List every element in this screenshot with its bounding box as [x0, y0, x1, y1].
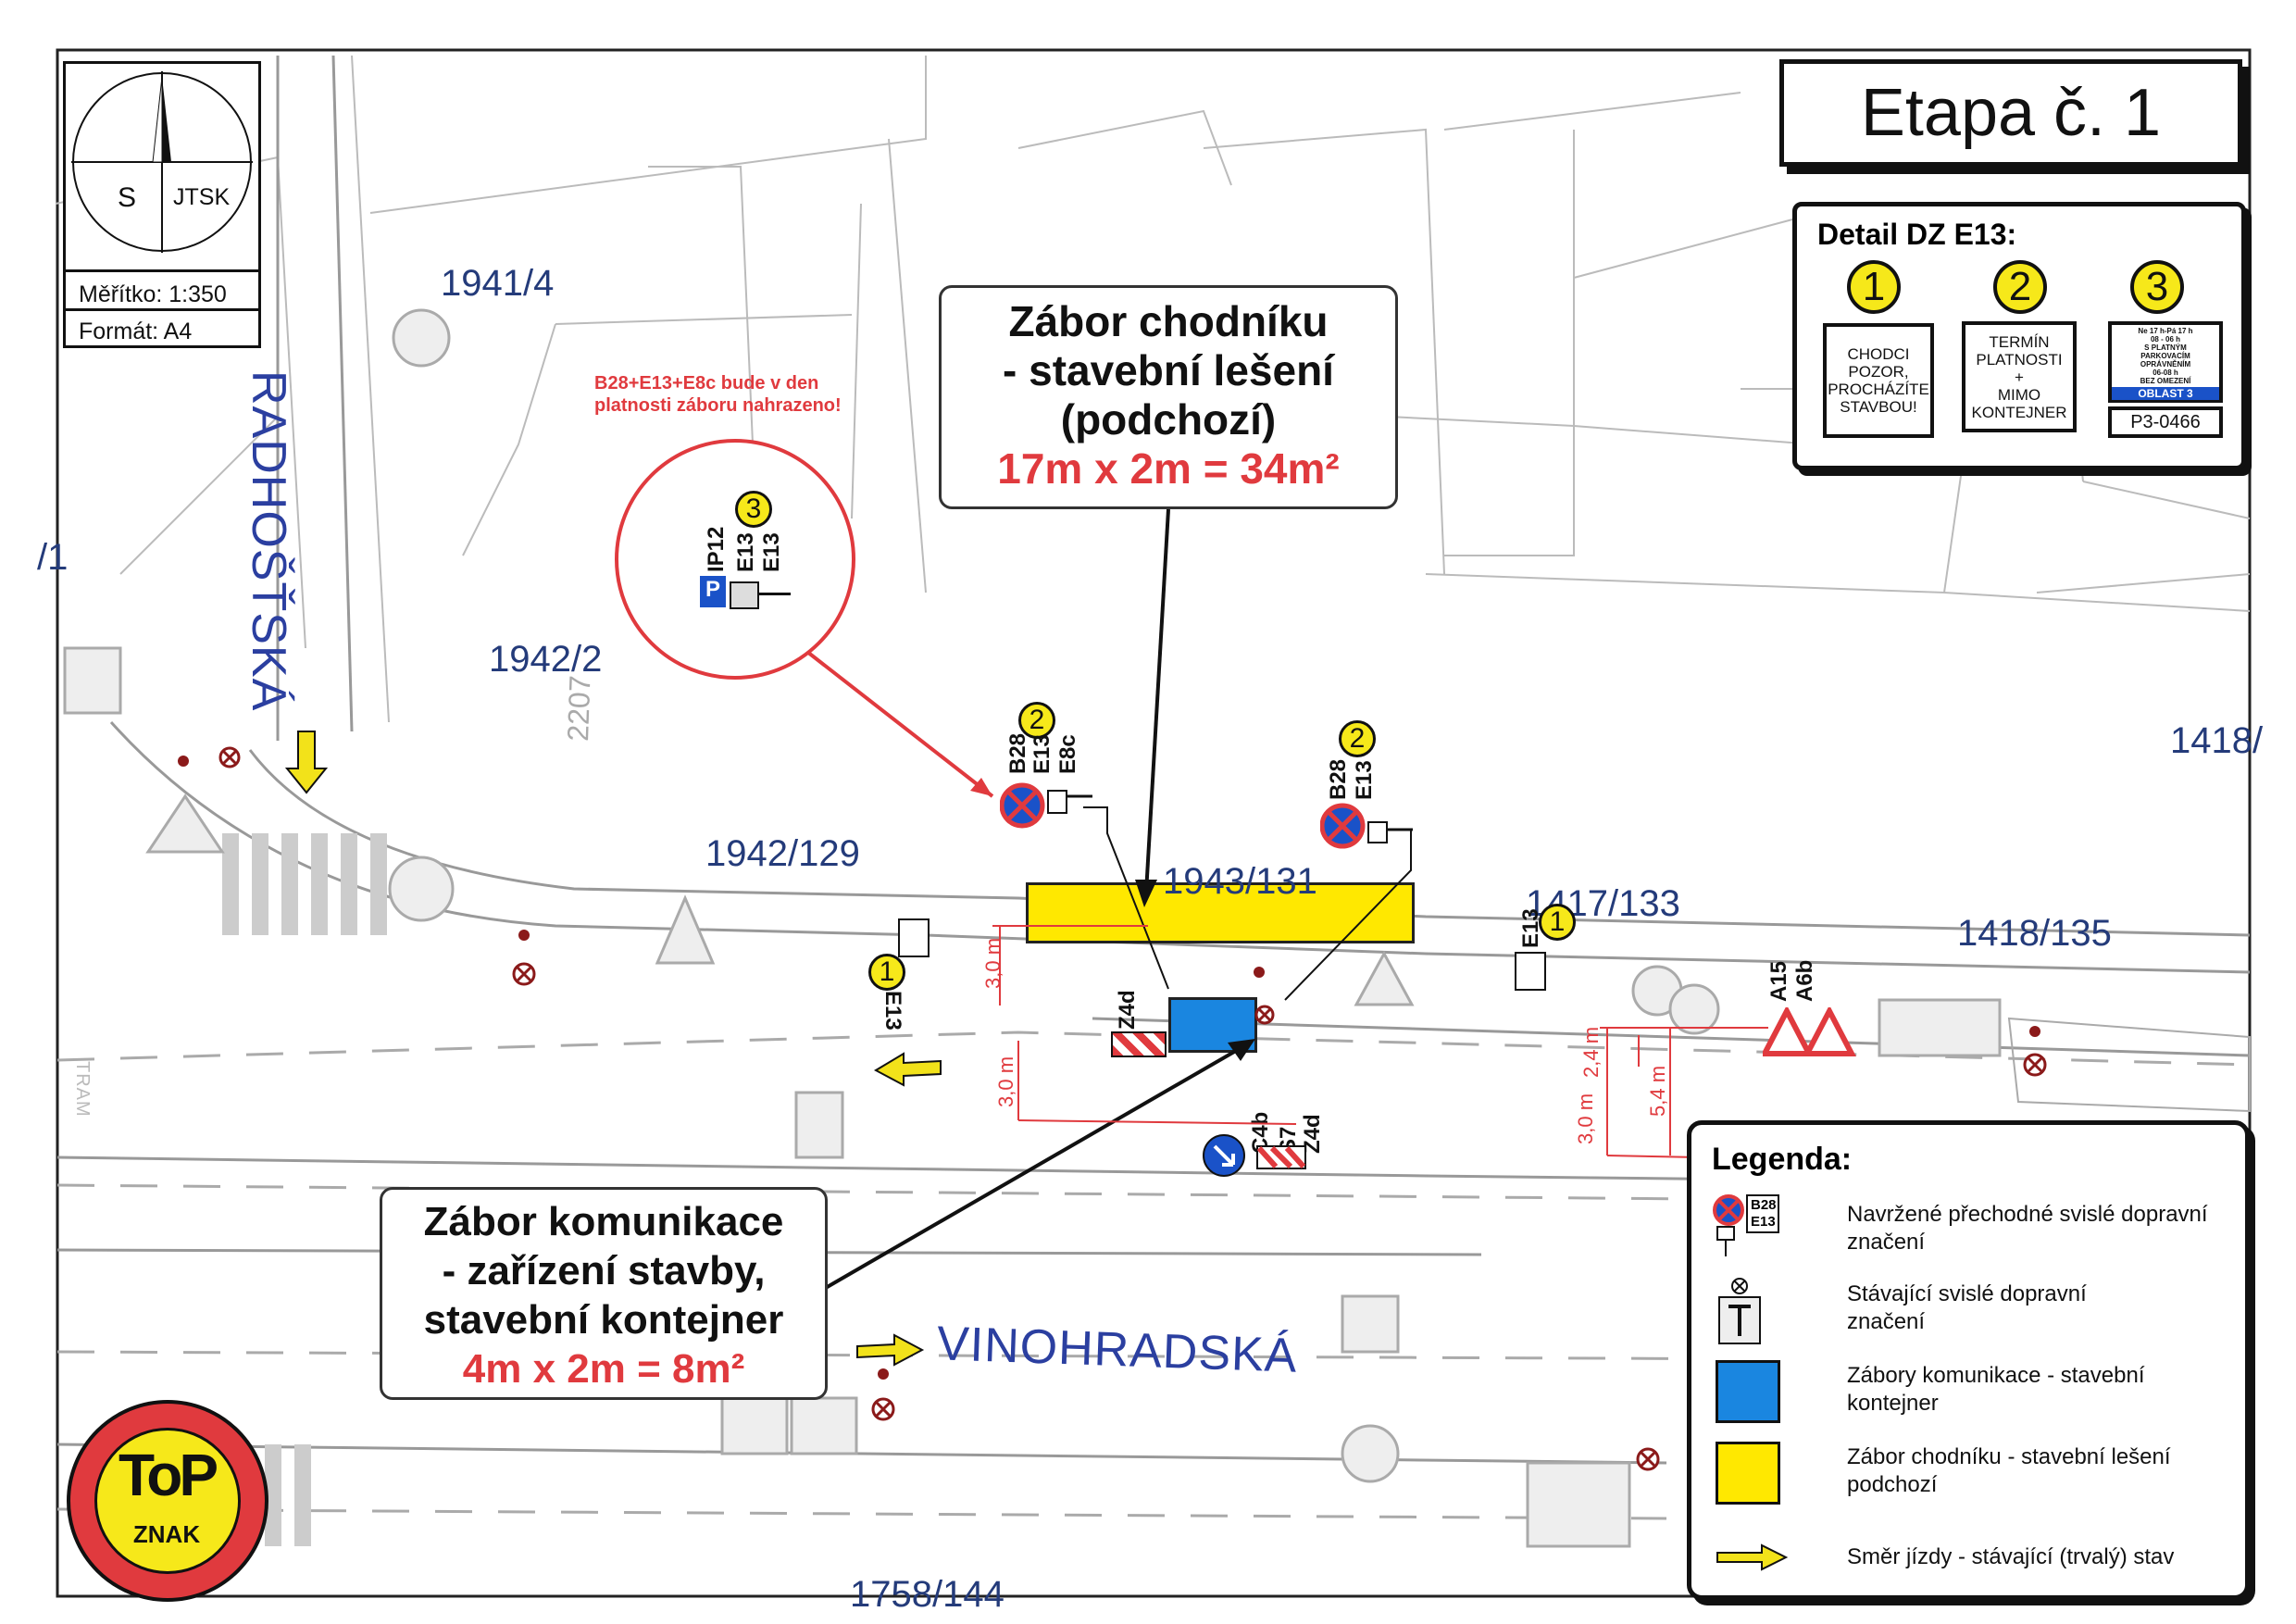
sign-e13b-label: E13: [759, 532, 784, 572]
north-arrow-icon: [71, 71, 253, 253]
detail-number-3: 3: [2130, 260, 2184, 314]
parcel-1941-4: 1941/4: [441, 263, 555, 304]
logo-inner: [94, 1428, 241, 1574]
sign-circle-number: 3: [735, 491, 772, 528]
legend-item-road-zone: Zábory komunikace - stavební kontejner: [1847, 1363, 2145, 1416]
compass-box: S JTSK Měřítko: 1:350 Formát: A4: [63, 61, 261, 348]
detail-sign-3: Ne 17 h-Pá 17 h 08 - 06 h S PLATNÝM PARK…: [2108, 321, 2223, 403]
dimension-1: 3,0 m: [981, 937, 1004, 989]
dimension-2: 3,0 m: [994, 1056, 1017, 1107]
dimension-3: 3,0 m: [1574, 1093, 1597, 1144]
callout-road-line2: - zařízení stavby,: [442, 1248, 766, 1293]
legend-e13-code: E13: [1751, 1214, 1776, 1230]
e13-left-tab: [898, 918, 930, 957]
stage-title: Etapa č. 1: [1779, 59, 2242, 167]
sign-detail-circle: [615, 439, 994, 798]
logo-top-text: ToP: [118, 1442, 218, 1508]
legend-yellow-swatch: [1716, 1442, 1780, 1505]
sign1-b28-label: B28: [1005, 732, 1030, 774]
dimension-4: 2,4 m: [1579, 1026, 1603, 1078]
callout-road-line3: stavební kontejner: [423, 1297, 784, 1343]
sign1-e13-label: E13: [1029, 734, 1054, 774]
detail-title: Detail DZ E13:: [1817, 218, 2017, 251]
company-logo: ToP ZNAK: [67, 1400, 268, 1602]
sign-circle-tab: [730, 581, 759, 609]
callout-sidewalk: Zábor chodníku - stavební lešení (podcho…: [939, 285, 1398, 509]
legend-blue-swatch: [1716, 1360, 1780, 1423]
z4d-left-label: Z4d: [1115, 990, 1140, 1030]
detail-sign-1: CHODCI POZOR, PROCHÁZÍTE STAVBOU!: [1823, 323, 1934, 438]
callout-sidewalk-line1: Zábor chodníku: [1008, 297, 1329, 345]
replacement-note: B28+E13+E8c bude v den platnosti záboru …: [594, 373, 842, 416]
zone-badge: OBLAST 3: [2112, 387, 2219, 400]
road-occupation-zone: [1168, 997, 1257, 1053]
z4d-left-barrier-icon: [1111, 1031, 1167, 1057]
detail-number-1: 1: [1847, 260, 1901, 314]
e13-right-number: 1: [1539, 904, 1576, 941]
no-stopping-sign-2-icon: [1320, 803, 1413, 849]
warning-sign-icon: [1763, 1007, 1856, 1056]
traffic-island: [2007, 1017, 2251, 1113]
scale-label: Měřítko: 1:350: [66, 269, 258, 308]
sign2-e13-label: E13: [1352, 760, 1377, 800]
street-radhostska: RADHOŠŤSKÁ: [242, 370, 295, 712]
callout-sidewalk-line2: - stavební lešení: [1003, 346, 1334, 394]
legend-item-existing: Stávající svislé dopravní značení: [1847, 1281, 2087, 1334]
callout-road-area: 4m x 2m = 8m²: [462, 1346, 745, 1392]
proposed-sign-icon: [1713, 1194, 1779, 1256]
street-tram: TRAM: [72, 1061, 93, 1118]
detail-panel: Detail DZ E13: 1 2 3 CHODCI POZOR, PROCH…: [1792, 202, 2246, 470]
sheet-frame: [56, 48, 2252, 1598]
compass-north-label: S: [118, 182, 137, 213]
existing-sign-icon: [1718, 1278, 1761, 1344]
parcel-1418-135: 1418/135: [1957, 913, 2112, 954]
parcel-1418: 1418/: [2170, 720, 2264, 761]
keep-right-sign-icon: [1203, 1134, 1306, 1177]
crosswalk-top: [222, 833, 387, 935]
legend-item-proposed: Navržené přechodné svislé dopravní znače…: [1847, 1202, 2208, 1255]
sign2-b28-label: B28: [1326, 758, 1351, 800]
direction-arrow-icon: [1716, 1543, 1789, 1571]
parcel-1942-2: 1942/2: [489, 639, 603, 680]
a15-label: A15: [1766, 960, 1791, 1002]
sign1-number: 2: [1018, 702, 1055, 739]
sign-circle-pole-icon: [757, 593, 791, 595]
callout-sidewalk-area: 17m x 2m = 34m²: [997, 444, 1340, 493]
house-number: 2207: [561, 674, 597, 743]
e13-left-number: 1: [868, 954, 905, 991]
sign-ip12-label: IP12: [704, 526, 729, 572]
detail-number-2: 2: [1993, 260, 2047, 314]
format-label: Formát: A4: [66, 308, 258, 345]
callout-sidewalk-line3: (podchozí): [1060, 395, 1277, 443]
sign1-e8c-label: E8c: [1055, 734, 1080, 774]
legend-b28-code: B28: [1751, 1197, 1777, 1213]
legend-title: Legenda:: [1712, 1142, 1853, 1177]
callout-road-line1: Zábor komunikace: [423, 1199, 784, 1244]
a6b-label: A6b: [1792, 959, 1817, 1002]
e13-left-label: E13: [880, 991, 905, 1031]
detail-sign-2: TERMÍN PLATNOSTI + MIMO KONTEJNER: [1962, 321, 2077, 432]
sign-e13a-label: E13: [733, 532, 758, 572]
logo-bottom-text: ZNAK: [132, 1520, 201, 1548]
detail-sign-3-code: P3-0466: [2108, 406, 2223, 438]
legend-panel: Legenda: B28 E13 Navržené přechodné svis…: [1687, 1120, 2250, 1600]
parcel-1942-129: 1942/129: [705, 833, 860, 874]
compass-system: JTSK: [173, 184, 231, 210]
sign2-number: 2: [1339, 720, 1376, 757]
e13-right-tab: [1515, 952, 1546, 991]
legend-item-sidewalk-zone: Zábor chodníku - stavební lešení podchoz…: [1847, 1444, 2171, 1497]
no-stopping-sign-icon: [1000, 782, 1092, 829]
callout-road: Zábor komunikace - zařízení stavby, stav…: [380, 1187, 828, 1400]
parcel-1758-144: 1758/144: [850, 1574, 1004, 1615]
parcel-1943-131: 1943/131: [1163, 861, 1317, 902]
legend-item-direction: Směr jízdy - stávající (trvalý) stav: [1847, 1544, 2175, 1569]
dimension-5: 5,4 m: [1646, 1065, 1669, 1117]
parcel-slash-1: /1: [37, 537, 69, 578]
parking-sign-icon: P: [700, 576, 726, 607]
